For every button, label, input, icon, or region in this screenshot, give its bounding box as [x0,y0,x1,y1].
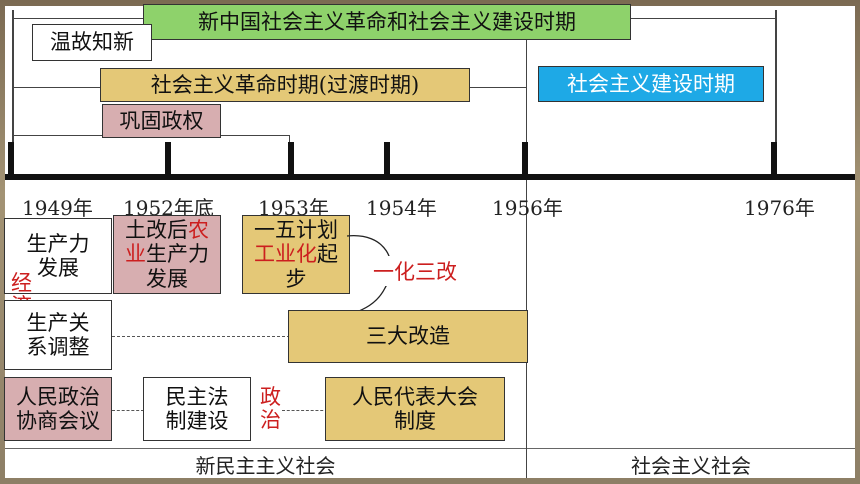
one-three-label: 一化三改 [372,256,458,286]
npc-box: 人民代表大会 制度 [325,377,505,441]
year-1949: 1949年 [22,196,93,220]
legal-system-box: 民主法 制建设 [143,377,251,441]
period-main-box: 新中国社会主义革命和社会主义建设时期 [143,4,631,40]
tick-1956 [522,142,528,178]
production-relations-box: 生产关 系调整 [4,300,112,370]
review-box: 温故知新 [32,24,152,61]
cppcc-dash [112,410,144,411]
five-year-plan-suffix: 起 步 [285,242,339,291]
revolution-period-box: 社会主义革命时期(过渡时期) [100,68,470,102]
land-reform-suffix: 生产力 发展 [146,242,209,291]
legal-dash [282,410,328,411]
right-bracket-line [775,10,777,152]
left-bracket-line [12,10,14,152]
cppcc-box: 人民政治 协商会议 [4,377,112,441]
five-year-plan-red: 工业化 [254,242,317,267]
timeline-axis [5,174,855,180]
year-1954: 1954年 [366,196,437,220]
land-reform-prefix: 土改后 [125,218,188,243]
relations-dash [112,336,290,337]
divider-1956 [526,40,527,478]
land-reform-box: 土改后农业生产力 发展 [113,215,221,294]
new-democratic-society: 新民主主义社会 [5,448,526,479]
tick-1949 [8,142,14,178]
politics-label: 政 治 [260,385,281,433]
land-reform-red-2: 业 [125,242,146,267]
five-year-plan-box: 一五计划工业化起 步 [242,215,350,294]
three-reforms-box: 三大改造 [288,310,528,363]
socialist-society: 社会主义社会 [527,448,855,479]
year-1976: 1976年 [744,196,815,220]
consolidate-end-line [289,135,290,147]
tick-1976 [771,142,777,178]
land-reform-red-1: 农 [188,218,209,243]
year-1956: 1956年 [492,196,563,220]
tick-1953 [288,142,294,178]
tick-1952 [165,142,171,178]
consolidate-box: 巩固政权 [102,104,221,138]
construction-period-box: 社会主义建设时期 [538,66,764,102]
tick-1954 [384,142,390,178]
productivity-box: 生产力 发展 [4,218,112,294]
five-year-plan-title: 一五计划 [254,218,338,243]
